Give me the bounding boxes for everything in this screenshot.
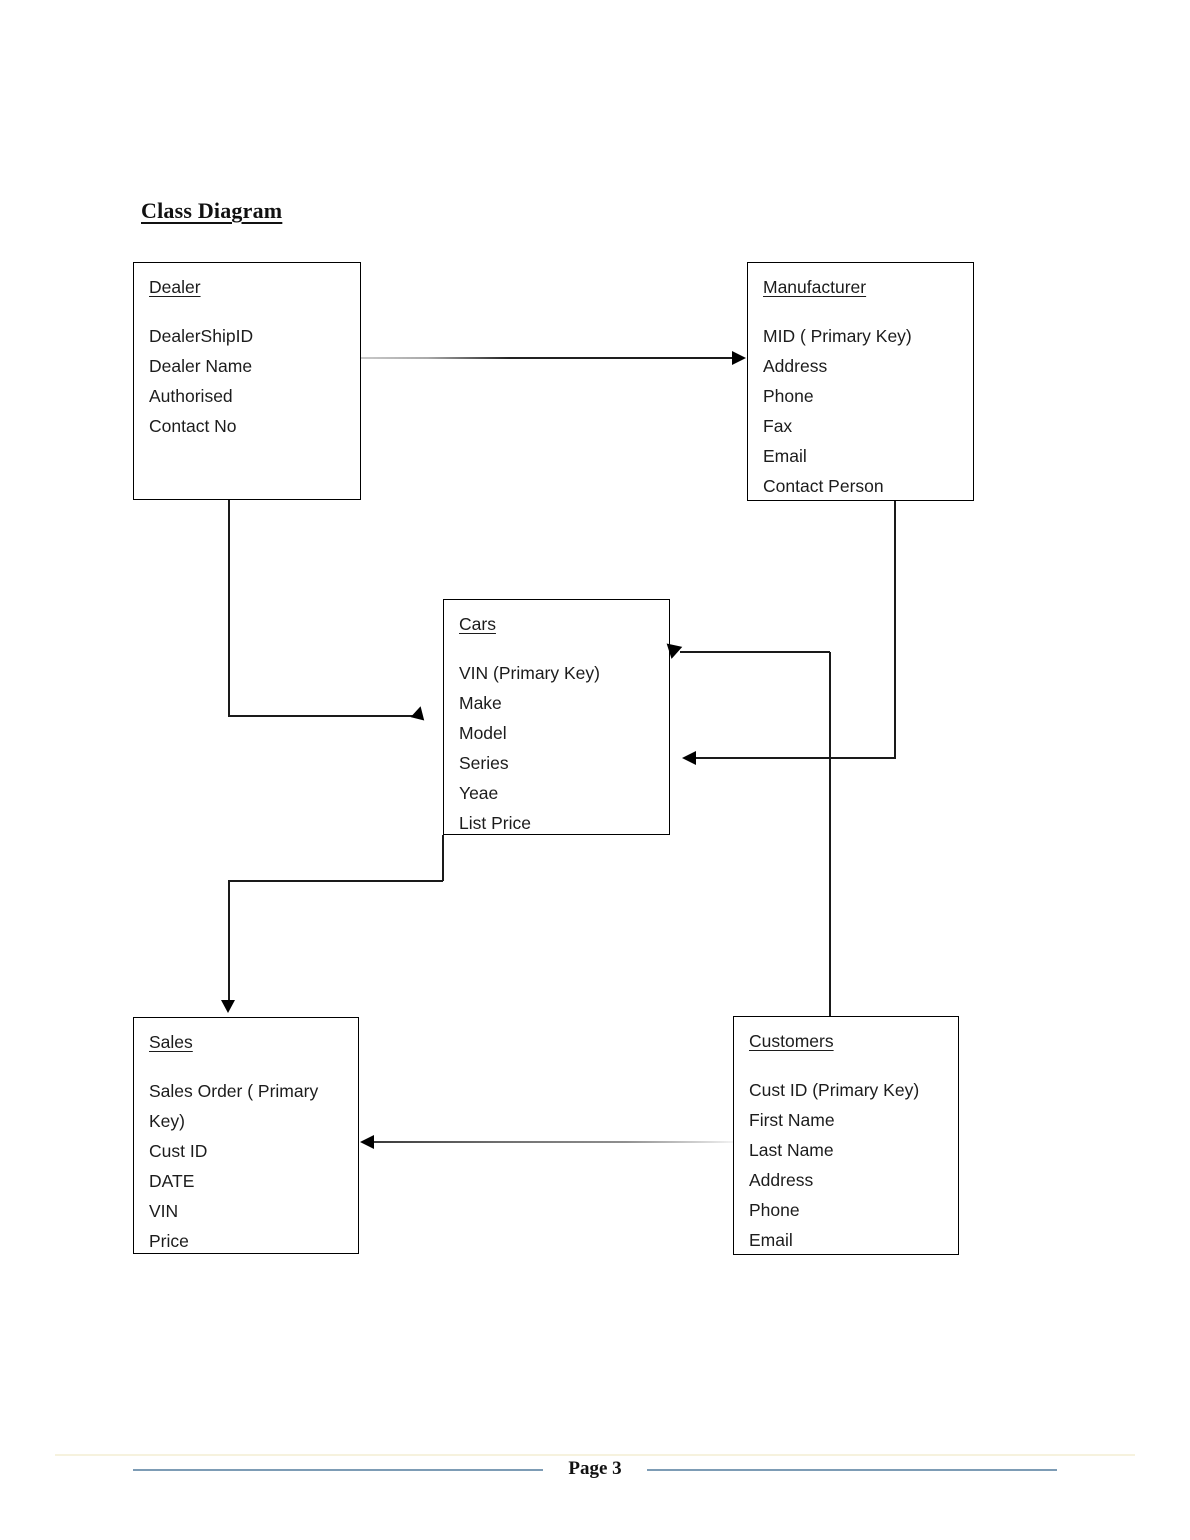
arrowhead-dealer-to-manufacturer (732, 351, 746, 365)
connector-dealer-to-manufacturer-line (361, 357, 732, 359)
class-field: DealerShipID (149, 326, 254, 346)
class-title-customers: Customers (749, 1031, 834, 1051)
class-field: Make (459, 693, 502, 713)
class-fields-sales: Sales Order ( Primary Key) Cust ID DATE … (149, 1076, 343, 1256)
arrowhead-customers-to-cars (663, 643, 683, 661)
class-title-sales: Sales (149, 1032, 193, 1052)
arrowhead-cars-to-sales (221, 1000, 235, 1013)
class-field: Sales Order ( Primary Key) (149, 1081, 319, 1131)
class-fields-customers: Cust ID (Primary Key) First Name Last Na… (749, 1075, 943, 1255)
class-field: Email (763, 446, 807, 466)
footer-faint-rule (55, 1454, 1135, 1456)
footer-rule-left (133, 1469, 543, 1471)
class-field: Phone (749, 1200, 800, 1220)
class-field: VIN (Primary Key) (459, 663, 600, 683)
class-field: Authorised (149, 386, 233, 406)
connector-customers-to-cars-vertical (829, 652, 831, 1016)
class-field: Contact No (149, 416, 237, 436)
class-title-cars: Cars (459, 614, 496, 634)
class-field: Yeae (459, 783, 499, 803)
class-title-manufacturer: Manufacturer (763, 277, 867, 297)
connector-manufacturer-to-cars-horizontal (695, 757, 895, 759)
connector-cars-to-sales-horizontal (228, 880, 443, 882)
class-fields-manufacturer: MID ( Primary Key) Address Phone Fax Ema… (763, 321, 958, 501)
class-field: VIN (149, 1201, 179, 1221)
class-field: DATE (149, 1171, 195, 1191)
page-title: Class Diagram (141, 198, 283, 223)
class-field: Last Name (749, 1140, 834, 1160)
class-field: Phone (763, 386, 814, 406)
class-field: First Name (749, 1110, 835, 1130)
footer-rule-right (647, 1469, 1057, 1471)
arrowhead-dealer-to-cars (410, 704, 428, 721)
connector-dealer-to-cars-vertical (228, 500, 230, 717)
class-fields-dealer: DealerShipID Dealer Name Authorised Cont… (149, 321, 345, 441)
class-box-dealer: Dealer DealerShipID Dealer Name Authoris… (133, 262, 361, 500)
class-field: List Price (459, 813, 531, 833)
connector-cars-to-sales-vertical-1 (442, 835, 444, 881)
class-field: Address (763, 356, 828, 376)
connector-cars-to-sales-vertical-2 (228, 880, 230, 1002)
class-field: Series (459, 753, 509, 773)
class-title-dealer: Dealer (149, 277, 201, 297)
class-field: Email (749, 1230, 793, 1250)
arrowhead-customers-to-sales (360, 1135, 374, 1149)
class-field: Address (749, 1170, 814, 1190)
class-fields-cars: VIN (Primary Key) Make Model Series Yeae… (459, 658, 654, 838)
class-field: Price (149, 1231, 189, 1251)
class-field: Cust ID (149, 1141, 208, 1161)
footer-page-label: Page 3 (568, 1458, 622, 1479)
class-box-manufacturer: Manufacturer MID ( Primary Key) Address … (747, 262, 974, 501)
connector-customers-to-sales-line (373, 1141, 733, 1143)
class-field: Contact Person (763, 476, 884, 496)
class-field: Dealer Name (149, 356, 253, 376)
connector-dealer-to-cars-horizontal (228, 715, 413, 717)
class-field: Cust ID (Primary Key) (749, 1080, 920, 1100)
class-box-customers: Customers Cust ID (Primary Key) First Na… (733, 1016, 959, 1255)
connector-manufacturer-to-cars-vertical (894, 501, 896, 759)
class-box-sales: Sales Sales Order ( Primary Key) Cust ID… (133, 1017, 359, 1254)
class-field: MID ( Primary Key) (763, 326, 912, 346)
class-box-cars: Cars VIN (Primary Key) Make Model Series… (443, 599, 670, 835)
arrowhead-manufacturer-to-cars (682, 751, 696, 765)
class-field: Fax (763, 416, 793, 436)
connector-customers-to-cars-horizontal (680, 651, 830, 653)
class-field: Model (459, 723, 507, 743)
